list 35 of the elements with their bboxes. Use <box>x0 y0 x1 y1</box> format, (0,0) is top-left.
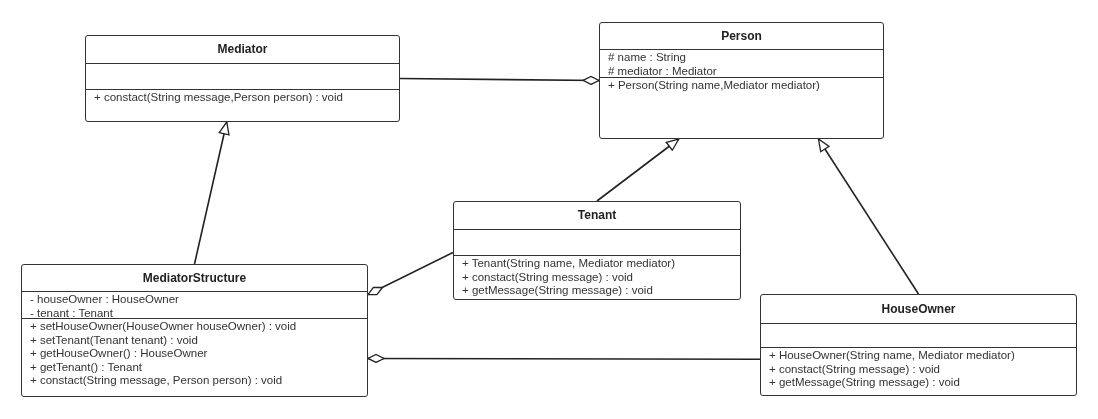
class-name: HouseOwner <box>881 302 956 316</box>
member-text: + constact(String message,Person person) : void <box>94 91 343 105</box>
inheritance-arrow <box>193 121 230 265</box>
class-compartment <box>600 49 883 77</box>
class-box <box>85 35 400 122</box>
member-text: + setHouseOwner(HouseOwner houseOwner) : void <box>30 320 297 334</box>
aggregation-line <box>367 251 454 296</box>
aggregation-line <box>399 75 600 86</box>
member-text: + setTenant(Tenant tenant) : void <box>30 333 198 348</box>
class-compartment <box>22 291 367 318</box>
member-text: + getMessage(String message) : void <box>462 284 653 298</box>
member-text: - houseOwner : HouseOwner <box>30 293 179 307</box>
member-text: + constact(String message) : void <box>462 270 633 285</box>
member-text: + constact(String message) : void <box>769 362 940 377</box>
inheritance-arrow <box>596 138 680 202</box>
aggregation-line <box>367 353 761 364</box>
inheritance-arrow <box>817 138 920 295</box>
member-text: - tenant : Tenant <box>30 306 113 321</box>
class-box <box>599 22 884 139</box>
class-name: Tenant <box>577 208 617 222</box>
member-text: + getHouseOwner() : HouseOwner <box>30 347 208 361</box>
class-box <box>21 264 368 397</box>
class-name: Mediator <box>217 42 268 56</box>
class-name: Person <box>721 29 762 43</box>
member-text: + getMessage(String message) : void <box>769 376 960 390</box>
class-box <box>760 294 1077 396</box>
member-text: + HouseOwner(String name, Mediator mediator) <box>769 349 1015 363</box>
member-text: + Person(String name,Mediator mediator) <box>608 79 820 93</box>
member-text: + getTenant() : Tenant <box>30 360 142 375</box>
member-text: + constact(String message, Person person) : void <box>30 374 283 388</box>
member-text: # mediator : Mediator <box>608 64 717 79</box>
class-box <box>453 201 741 300</box>
member-text: # name : String <box>608 51 686 65</box>
member-text: + Tenant(String name, Mediator mediator) <box>462 257 675 271</box>
class-name: MediatorStructure <box>142 271 247 285</box>
